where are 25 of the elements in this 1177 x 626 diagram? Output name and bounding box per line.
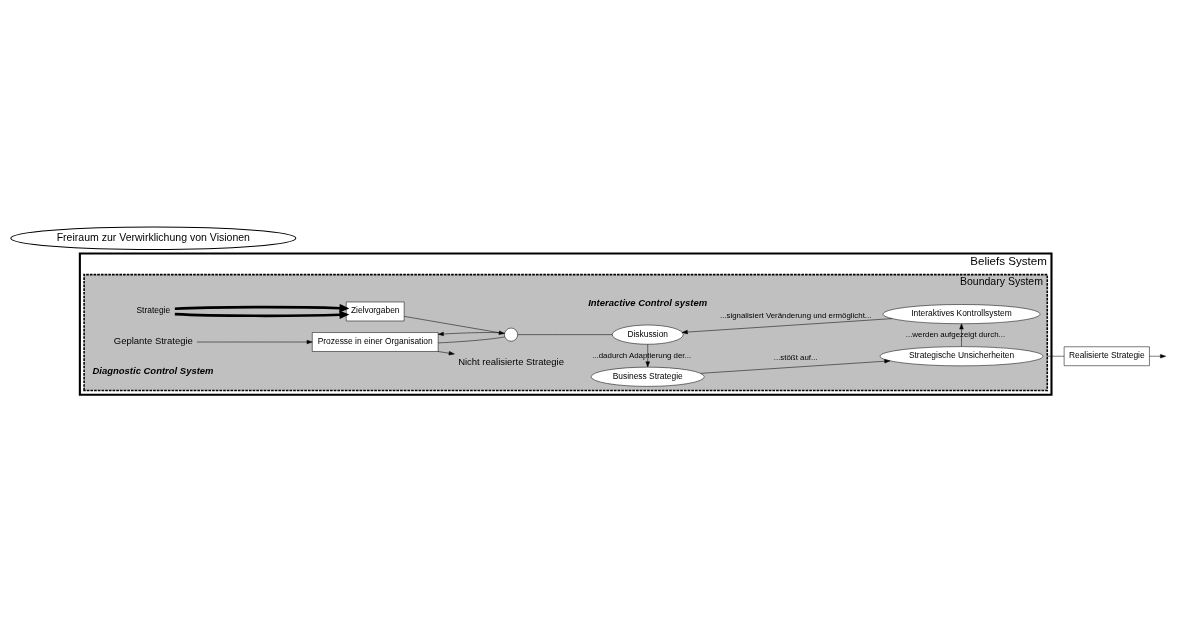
node-ellipse: Interaktives Kontrollsystem (882, 304, 1041, 324)
arrow (959, 323, 964, 347)
node-box: Prozesse in einer Organisation (312, 332, 439, 352)
label: Interactive Control system (588, 296, 708, 308)
node-ellipse: Freiraum zur Verwirklichung von Visionen (10, 226, 297, 251)
connector (1047, 355, 1065, 357)
arrow (174, 303, 350, 313)
node-text: Nicht realisierte Strategie (458, 355, 564, 367)
node-text: Strategie (136, 305, 171, 316)
arrow (700, 359, 891, 374)
node-circle (504, 327, 518, 342)
arrow (437, 331, 505, 337)
arrow (437, 351, 455, 356)
node-box: Zielvorgaben (345, 301, 405, 322)
arrow (404, 316, 505, 335)
arrow (1149, 354, 1166, 359)
arrow (196, 339, 313, 345)
node-box: Realisierte Strategie (1063, 346, 1150, 366)
arrow (681, 318, 893, 335)
arrow (645, 344, 650, 368)
node-ellipse: Diskussion (612, 324, 684, 345)
arrow (174, 310, 350, 320)
node-text: Geplante Strategie (113, 335, 193, 347)
node-ellipse: Business Strategie (590, 366, 705, 387)
label: Diagnostic Control System (92, 365, 214, 377)
